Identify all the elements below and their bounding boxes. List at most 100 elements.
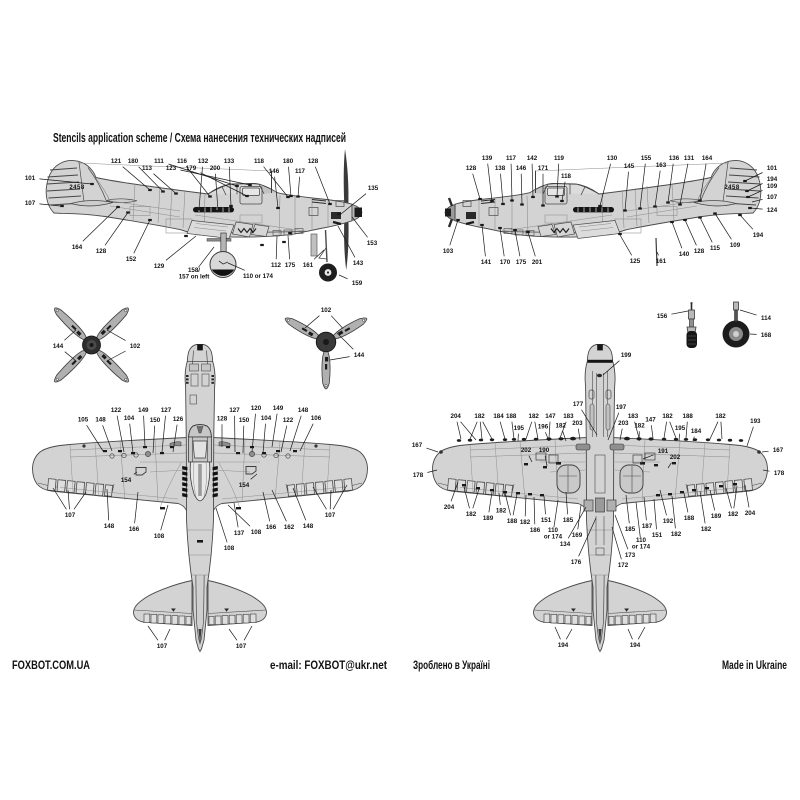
- svg-text:194: 194: [558, 642, 569, 649]
- svg-text:144: 144: [53, 343, 64, 350]
- svg-text:195: 195: [514, 425, 525, 432]
- svg-text:176: 176: [571, 559, 582, 566]
- svg-text:117: 117: [295, 168, 306, 175]
- svg-text:128: 128: [694, 248, 705, 255]
- svg-text:188: 188: [507, 518, 518, 525]
- svg-text:188: 188: [506, 413, 517, 420]
- svg-text:134: 134: [560, 541, 571, 548]
- svg-text:184: 184: [493, 413, 504, 420]
- svg-text:112: 112: [271, 262, 282, 269]
- svg-text:121: 121: [111, 158, 122, 165]
- svg-text:149: 149: [273, 405, 284, 412]
- svg-text:148: 148: [95, 417, 106, 424]
- svg-text:146: 146: [269, 168, 280, 175]
- svg-text:154: 154: [121, 477, 132, 484]
- svg-text:119: 119: [554, 155, 565, 162]
- svg-text:188: 188: [683, 413, 694, 420]
- svg-text:182: 182: [474, 413, 485, 420]
- svg-text:199: 199: [621, 352, 632, 359]
- svg-text:151: 151: [541, 517, 552, 524]
- svg-text:189: 189: [711, 513, 722, 520]
- svg-text:183: 183: [628, 413, 639, 420]
- svg-text:110: 110: [636, 537, 647, 544]
- svg-text:182: 182: [556, 422, 567, 429]
- svg-text:113: 113: [142, 165, 153, 172]
- svg-text:148: 148: [298, 407, 309, 414]
- svg-text:2458: 2458: [724, 185, 740, 191]
- svg-text:109: 109: [767, 183, 778, 190]
- svg-text:179: 179: [186, 165, 197, 172]
- svg-text:166: 166: [129, 526, 140, 533]
- svg-text:122: 122: [283, 417, 294, 424]
- svg-text:136: 136: [669, 155, 680, 162]
- svg-text:197: 197: [616, 404, 627, 411]
- svg-text:110: 110: [548, 527, 559, 534]
- svg-text:152: 152: [126, 256, 137, 263]
- svg-text:164: 164: [72, 244, 83, 251]
- svg-text:Made in Ukraine: Made in Ukraine: [722, 658, 787, 672]
- svg-text:117: 117: [506, 155, 517, 162]
- svg-text:133: 133: [224, 158, 235, 165]
- svg-text:182: 182: [715, 413, 726, 420]
- svg-text:154: 154: [239, 482, 250, 489]
- svg-text:147: 147: [545, 413, 556, 420]
- svg-text:107: 107: [325, 512, 336, 519]
- svg-text:146: 146: [516, 165, 527, 172]
- svg-text:130: 130: [607, 155, 618, 162]
- svg-text:182: 182: [671, 531, 682, 538]
- svg-text:163: 163: [656, 162, 667, 169]
- svg-text:139: 139: [482, 155, 493, 162]
- svg-text:185: 185: [563, 517, 574, 524]
- svg-text:167: 167: [412, 442, 423, 449]
- svg-text:102: 102: [130, 343, 141, 350]
- svg-text:128: 128: [217, 416, 228, 423]
- svg-text:203: 203: [572, 420, 583, 427]
- svg-text:148: 148: [303, 523, 314, 530]
- svg-text:155: 155: [641, 155, 652, 162]
- svg-text:142: 142: [527, 155, 538, 162]
- svg-text:159: 159: [352, 280, 363, 287]
- svg-text:180: 180: [128, 158, 139, 165]
- svg-text:124: 124: [767, 207, 778, 214]
- svg-text:104: 104: [124, 415, 135, 422]
- svg-text:157 on left: 157 on left: [179, 273, 210, 280]
- svg-text:111: 111: [154, 158, 164, 165]
- svg-text:182: 182: [529, 413, 540, 420]
- svg-text:e-mail: FOXBOT@ukr.net: e-mail: FOXBOT@ukr.net: [270, 658, 387, 672]
- svg-text:144: 144: [354, 352, 365, 359]
- svg-text:169: 169: [572, 532, 583, 539]
- svg-text:192: 192: [663, 518, 674, 525]
- svg-text:188: 188: [684, 515, 695, 522]
- svg-text:128: 128: [308, 158, 319, 165]
- svg-text:194: 194: [753, 232, 764, 239]
- svg-text:102: 102: [321, 307, 332, 314]
- svg-text:118: 118: [561, 173, 572, 180]
- svg-text:178: 178: [413, 472, 424, 479]
- svg-text:182: 182: [728, 511, 739, 518]
- svg-text:184: 184: [691, 428, 702, 435]
- svg-text:190: 190: [539, 447, 550, 454]
- svg-text:107: 107: [65, 512, 76, 519]
- svg-text:173: 173: [625, 552, 636, 559]
- svg-text:182: 182: [662, 413, 673, 420]
- svg-text:122: 122: [111, 407, 122, 414]
- svg-text:172: 172: [618, 562, 629, 569]
- svg-text:186: 186: [530, 527, 541, 534]
- svg-text:194: 194: [630, 642, 641, 649]
- svg-text:150: 150: [239, 417, 250, 424]
- svg-text:182: 182: [634, 423, 645, 430]
- svg-text:116: 116: [177, 158, 188, 165]
- svg-text:131: 131: [684, 155, 695, 162]
- svg-text:161: 161: [303, 262, 314, 269]
- svg-text:129: 129: [154, 263, 165, 270]
- svg-text:175: 175: [285, 262, 296, 269]
- svg-text:125: 125: [630, 258, 641, 265]
- svg-text:108: 108: [154, 533, 165, 540]
- svg-text:114: 114: [761, 315, 772, 322]
- svg-text:126: 126: [173, 416, 184, 423]
- svg-text:127: 127: [161, 407, 172, 414]
- svg-text:127: 127: [229, 407, 240, 414]
- svg-text:101: 101: [767, 165, 778, 172]
- svg-text:108: 108: [251, 529, 262, 536]
- svg-text:182: 182: [701, 526, 712, 533]
